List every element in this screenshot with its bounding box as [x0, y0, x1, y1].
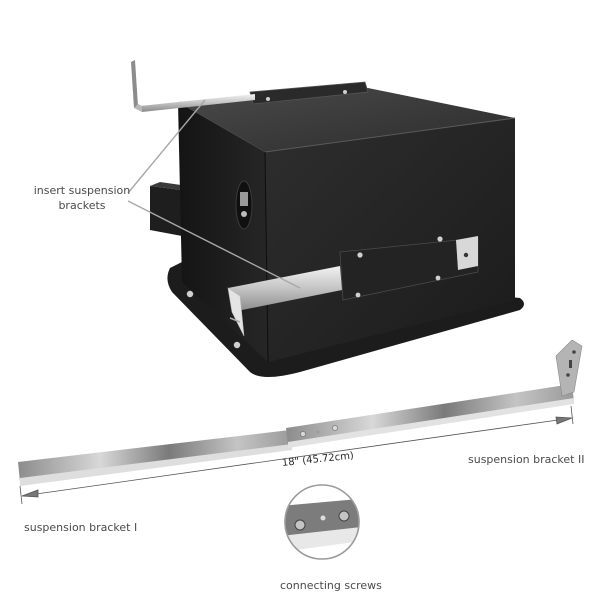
suspension-bracket-one	[18, 430, 292, 486]
label-suspension-bracket-two: suspension bracket II	[468, 453, 585, 466]
front-suspension-bracket	[227, 266, 342, 337]
label-insert-suspension-brackets: insert suspension brackets	[33, 184, 131, 212]
label-connecting-screws: connecting screws	[280, 579, 382, 592]
connecting-screws-detail	[284, 484, 360, 560]
leader-lines	[127, 99, 301, 289]
top-suspension-bracket	[131, 60, 255, 112]
side-connector	[235, 180, 253, 230]
dimension-line	[19, 405, 574, 505]
suspension-bracket-two	[286, 339, 583, 448]
box-top	[178, 88, 515, 152]
box-front	[265, 118, 515, 362]
front-bracket-channel	[339, 236, 479, 301]
label-suspension-bracket-one: suspension bracket I	[24, 521, 138, 534]
